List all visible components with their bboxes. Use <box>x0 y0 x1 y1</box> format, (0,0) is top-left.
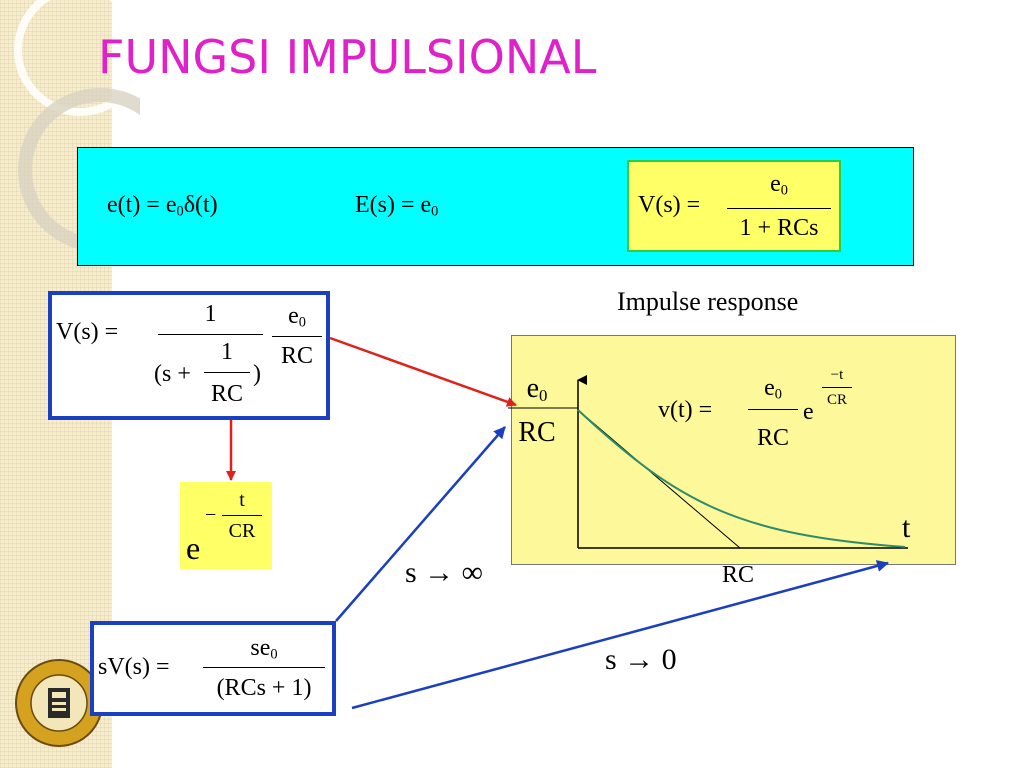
vt-exponent: −t CR <box>822 366 852 412</box>
transfer-fraction: e0 1 + RCs <box>727 166 831 246</box>
red-arrow-to-plot <box>329 336 517 407</box>
response-plot-area <box>511 335 956 565</box>
t-axis-label: t <box>902 511 911 544</box>
blue-arrow-s-infinity <box>335 426 506 622</box>
transfer-lhs: V(s) = <box>638 192 701 218</box>
exp-fraction: t CR <box>222 488 262 550</box>
s-zero-label: s → 0 <box>605 643 677 676</box>
initial-value-label: e0 RC <box>518 373 556 448</box>
vt-exp-base: e <box>803 399 814 425</box>
slide-title: FUNGSI IMPULSIONAL <box>98 30 597 84</box>
impulse-response-label: Impulse response <box>617 287 799 316</box>
sv-fraction: se0 (RCs + 1) <box>203 630 325 710</box>
final-value-box <box>90 621 336 716</box>
blue-arrow-s-zero <box>351 560 889 710</box>
vs-lhs: V(s) = <box>56 319 119 345</box>
tangent-line <box>577 409 741 549</box>
partial-fraction-box <box>48 291 330 420</box>
vs-fraction-2: e0 RC <box>272 300 322 375</box>
rc-tick-label: RC <box>722 562 755 588</box>
vs-fraction-1: 1 (s + 1 RC ) <box>154 301 263 407</box>
exp-sign: − <box>205 504 217 526</box>
exponential-highlight <box>180 482 272 569</box>
equation-e-of-t: e(t) = e0δ(t) <box>107 192 218 220</box>
vt-fraction: e0 RC <box>748 372 798 452</box>
transfer-function-highlight <box>627 160 841 252</box>
s-infinity-label: s → ∞ <box>405 556 484 589</box>
equation-E-of-s: E(s) = e0 <box>355 192 439 220</box>
vt-lhs: v(t) = <box>658 397 713 423</box>
exp-base: e <box>186 530 201 566</box>
decay-curve <box>577 409 906 548</box>
university-seal-logo <box>15 659 103 747</box>
sv-lhs: sV(s) = <box>98 654 170 680</box>
